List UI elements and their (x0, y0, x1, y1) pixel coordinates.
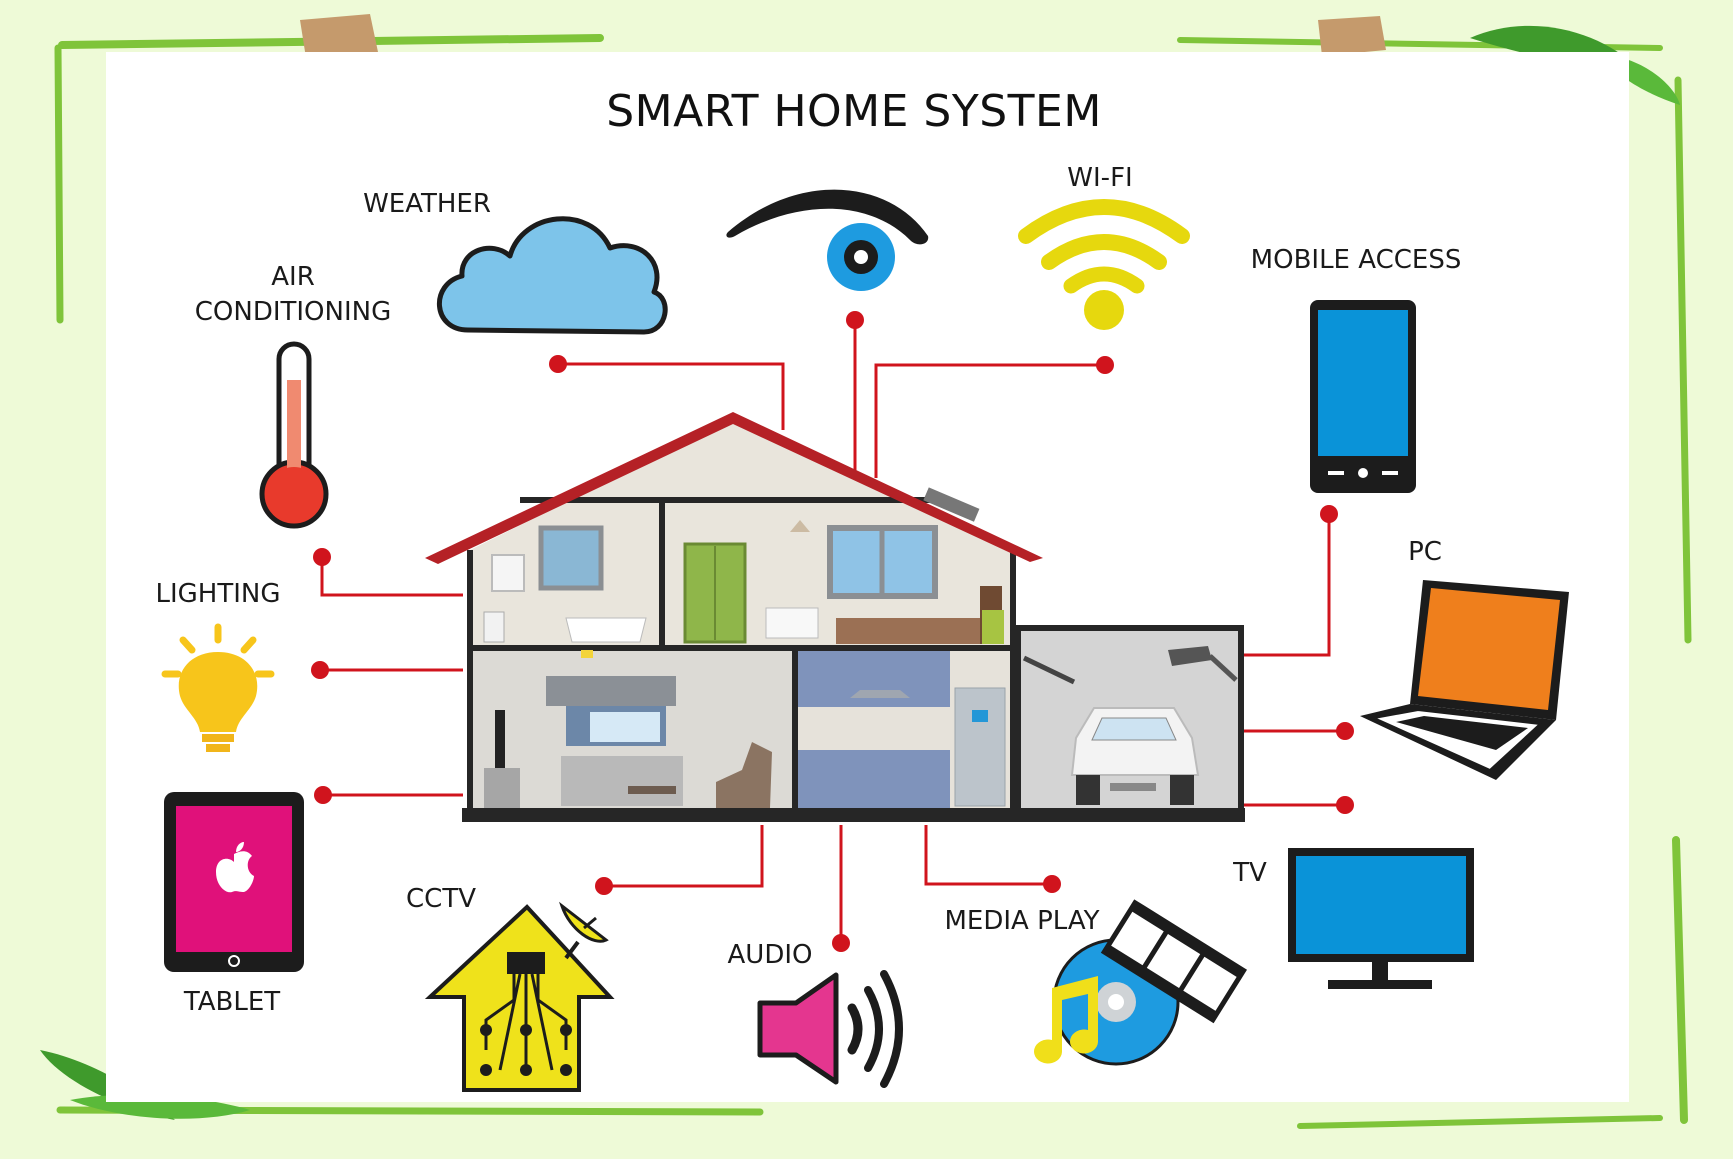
eye-icon (726, 189, 929, 291)
tv-label: TV (1233, 858, 1267, 888)
weather-label: WEATHER (363, 189, 491, 219)
cloud-icon (436, 216, 668, 335)
air-conditioning-label-line2: CONDITIONING (194, 297, 392, 328)
speaker-icon (757, 970, 903, 1088)
connector-dots (311, 311, 1354, 952)
connector-lines (320, 320, 1345, 943)
wifi-label: WI-FI (1067, 163, 1133, 193)
tablet-icon (164, 792, 304, 972)
audio-label: AUDIO (727, 940, 813, 970)
mobile-icon (1310, 300, 1416, 493)
laptop-icon (1360, 580, 1569, 780)
media-play-label: MEDIA PLAY (944, 906, 1100, 936)
pc-label: PC (1408, 537, 1442, 567)
page-title: SMART HOME SYSTEM (606, 86, 1102, 137)
thermometer-icon (259, 341, 329, 529)
tablet-label: TABLET (183, 987, 281, 1017)
house-illustration (425, 412, 1245, 822)
lightbulb-icon (161, 623, 275, 752)
tv-icon (1288, 848, 1474, 989)
mobile-access-label: MOBILE ACCESS (1250, 245, 1462, 275)
air-conditioning-label-line1: AIR (271, 262, 315, 292)
media-play-icon (1034, 899, 1248, 1066)
cctv-house-icon (424, 901, 615, 1092)
wifi-icon (1018, 199, 1190, 330)
tape-decoration (300, 14, 1386, 58)
lighting-label: LIGHTING (155, 579, 281, 609)
air-conditioning-label: AIR CONDITIONING (195, 260, 392, 330)
cctv-label: CCTV (406, 884, 476, 914)
